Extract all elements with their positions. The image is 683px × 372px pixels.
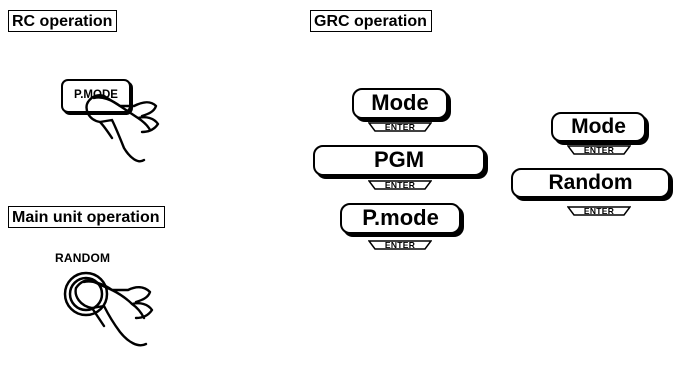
grc-random-button[interactable]: Random [511,168,670,198]
enter-indicator: ENTER [368,240,432,254]
grc-mode-button-right[interactable]: Mode [551,112,646,142]
rc-operation-label: RC operation [8,10,118,32]
enter-indicator: ENTER [368,180,432,194]
grc-mode-button[interactable]: Mode [352,88,448,119]
pointing-hand-icon [85,94,160,163]
grc-pgm-button[interactable]: PGM [313,145,485,176]
enter-indicator: ENTER [567,145,631,159]
enter-indicator: ENTER [368,122,432,136]
main-unit-operation-label: Main unit operation [8,206,165,228]
random-button-caption: RANDOM [55,251,111,265]
pointing-hand-icon [74,279,154,347]
grc-operation-label: GRC operation [310,10,432,32]
enter-indicator: ENTER [567,206,631,220]
grc-p-mode-button[interactable]: P.mode [340,203,461,234]
